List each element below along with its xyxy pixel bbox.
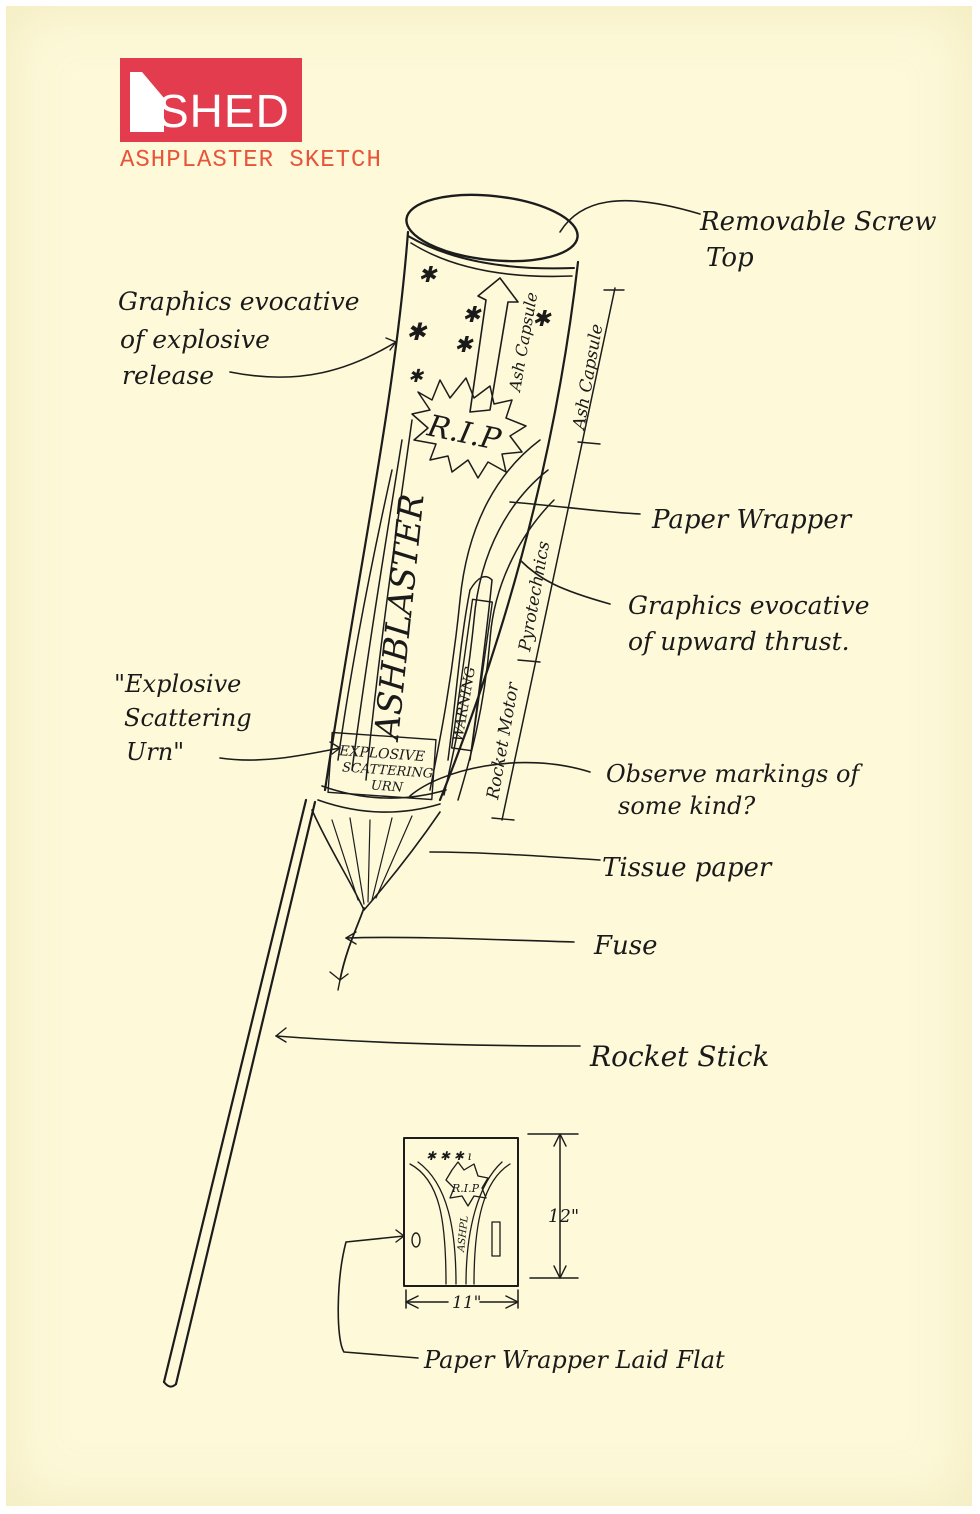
ashplaster-wordmark: ASHBLASTER bbox=[367, 492, 433, 744]
shed-logo-text: SHED bbox=[158, 85, 290, 137]
graphics-explosive-label-line-1: Graphics evocative bbox=[118, 287, 360, 316]
explosive-urn-label-line-3: Urn" bbox=[126, 738, 184, 766]
fuse-label: Fuse bbox=[593, 931, 658, 961]
urn-text-line-1: EXPLOSIVE bbox=[338, 743, 426, 765]
urn-text-line-2: SCATTERING bbox=[342, 760, 434, 781]
graphics-explosive-label-line-2: of explosive bbox=[120, 325, 270, 354]
sketch-title: ASHPLASTER SKETCH bbox=[120, 147, 382, 174]
flat-ashplaster-label: ASHPL bbox=[456, 1215, 471, 1253]
explosive-urn-label-line-1: "Explosive bbox=[114, 670, 241, 698]
removable-top-label-line-1: Removable Screw bbox=[699, 207, 937, 237]
rip-starburst: R.I.P bbox=[411, 377, 527, 479]
section-dimension-line bbox=[491, 287, 625, 821]
svg-text:✱: ✱ bbox=[418, 263, 438, 288]
ash-capsule-dimension-label: Ash Capsule bbox=[569, 322, 608, 432]
graphics-upward-label-line-2: of upward thrust. bbox=[628, 627, 850, 656]
rocket-stick-label: Rocket Stick bbox=[589, 1040, 769, 1073]
observe-markings-label-line-2: some kind? bbox=[618, 792, 755, 820]
svg-text:✱: ✱ bbox=[532, 307, 552, 332]
wrapper-flat-label: Paper Wrapper Laid Flat bbox=[423, 1346, 725, 1374]
flat-rip-label: R.I.P bbox=[451, 1182, 480, 1195]
shed-logo: SHED bbox=[120, 58, 302, 142]
rocket-motor-dimension-label: Rocket Motor bbox=[483, 680, 524, 802]
graphics-explosive-label-line-3: release bbox=[122, 361, 214, 390]
svg-text:✱: ✱ bbox=[406, 318, 428, 346]
tissue-paper-label: Tissue paper bbox=[602, 853, 773, 883]
annotations: Removable Screw Top Graphics evocative o… bbox=[114, 207, 937, 1374]
paper-wrapper-label: Paper Wrapper bbox=[651, 505, 853, 535]
flat-width-label: 11" bbox=[452, 1293, 481, 1313]
removable-top-label-line-2: Top bbox=[706, 243, 754, 273]
sketch-paper: SHED ASHPLASTER SKETCH bbox=[6, 6, 972, 1506]
leader-lines bbox=[219, 199, 701, 1359]
graphics-upward-label-line-1: Graphics evocative bbox=[628, 591, 870, 620]
svg-text:✱: ✱ bbox=[462, 303, 482, 328]
rip-label: R.I.P bbox=[423, 408, 504, 458]
flat-wrapper-diagram: R.I.P ASHPL ✱ ✱ ✱ ı 12" 11" bbox=[403, 1133, 579, 1313]
flat-height-label: 12" bbox=[548, 1206, 579, 1227]
svg-text:✱: ✱ bbox=[454, 333, 474, 358]
rocket-body bbox=[311, 193, 580, 991]
observe-markings-label-line-1: Observe markings of bbox=[606, 760, 863, 788]
star-marks: ✱ ✱ ✱ ✱ ✱ ✱ bbox=[406, 263, 552, 387]
svg-text:✱ ✱ ✱ ı: ✱ ✱ ✱ ı bbox=[426, 1149, 472, 1163]
svg-text:✱: ✱ bbox=[408, 366, 425, 387]
urn-text-line-3: URN bbox=[370, 778, 404, 795]
explosive-urn-label-line-2: Scattering bbox=[124, 704, 252, 732]
rocket-stick bbox=[162, 798, 317, 1388]
shed-logo-mark bbox=[130, 72, 164, 132]
ash-capsule-inner-label: Ash Capsule bbox=[505, 291, 541, 395]
